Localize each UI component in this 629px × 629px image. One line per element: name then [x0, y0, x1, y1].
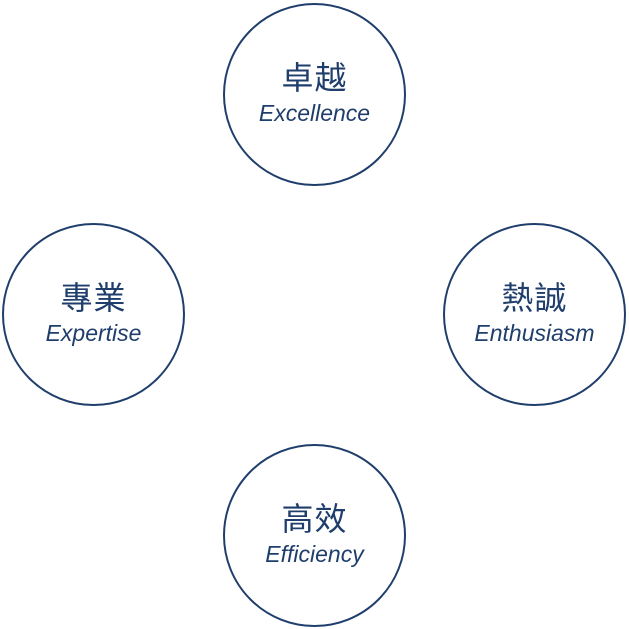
value-circle-excellence: 卓越 Excellence [223, 3, 406, 186]
value-chinese-label: 卓越 [281, 58, 348, 97]
value-chinese-label: 專業 [60, 278, 127, 317]
value-chinese-label: 熱誠 [501, 278, 568, 317]
value-english-label: Efficiency [265, 540, 364, 567]
value-english-label: Expertise [45, 319, 142, 346]
value-circle-enthusiasm: 熱誠 Enthusiasm [443, 223, 626, 406]
value-chinese-label: 高效 [281, 499, 348, 538]
value-circle-expertise: 專業 Expertise [2, 223, 185, 406]
value-circle-efficiency: 高效 Efficiency [223, 444, 406, 627]
value-english-label: Excellence [258, 99, 371, 126]
value-english-label: Enthusiasm [474, 319, 595, 346]
